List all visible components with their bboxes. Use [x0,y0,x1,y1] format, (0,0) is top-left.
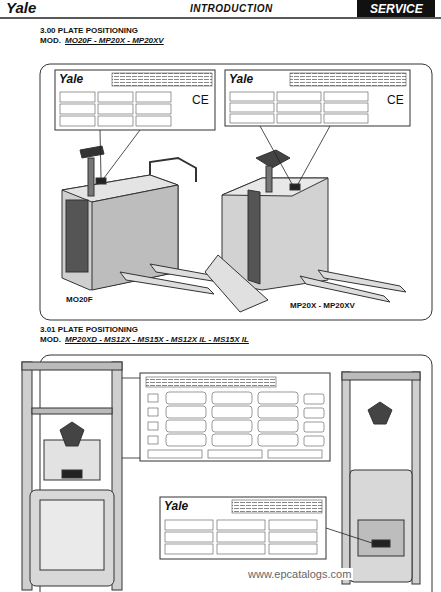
brand-logo: Yale [164,500,188,512]
serial-plate: Yale [160,497,326,559]
truck-caption: MP20X - MP20XV [290,302,355,311]
serial-plate: YaleCE [225,70,410,126]
brand-logo: Yale [229,73,253,85]
service-badge: SERVICE [357,0,435,17]
model-prefix: MOD. [40,336,61,345]
model-prefix: MOD. [40,37,61,46]
brand-logo: Yale [59,73,83,85]
model-list: MO20F - MP20X - MP20XV [65,37,164,46]
model-list: MP20XD - MS12X - MS15X - MS12X IL - MS15… [65,336,249,345]
badge-text: SERVICE [370,3,423,15]
ce-mark: CE [387,94,404,106]
brand-logo: Yale [6,0,36,17]
ce-mark: CE [192,94,209,106]
section-heading: 3.00 PLATE POSITIONING [40,27,138,36]
truck-caption: MO20F [66,296,93,305]
serial-plate: YaleCE [55,70,215,130]
page-title: INTRODUCTION [190,3,273,14]
section-heading: 3.01 PLATE POSITIONING [40,326,138,335]
watermark: www.epcatalogs.com [246,568,353,580]
